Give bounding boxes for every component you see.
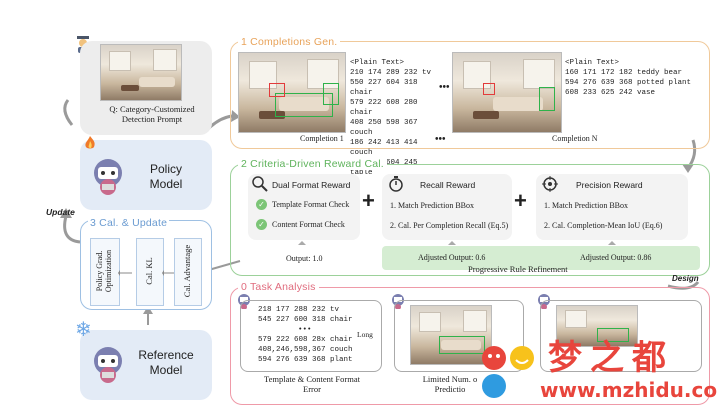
list-item: 545 227 600 318 chair [258,316,353,324]
watermark-logo-icon [478,342,540,404]
recall-step-1: 1. Match Prediction BBox [390,201,474,210]
task-text: 218 177 288 232 tv 545 227 600 318 chair… [258,305,368,365]
update-col-arrows [118,270,174,276]
design-label: Design [672,274,699,283]
task-image-box-3 [540,300,702,372]
precision-output: Adjusted Output: 0.86 [580,253,652,262]
completion-n-image [452,52,562,133]
task-panel [230,287,710,405]
list-item: 218 177 288 232 tv [258,306,340,314]
long-label: Long [357,330,373,339]
criteria-title: 2 Criteria-Driven Reward Cal. [238,158,387,170]
task-caption-2: Limited Num. o Predictio [422,374,478,394]
task-image-3 [556,305,638,347]
update-label: Update [46,207,75,217]
query-text: Q: Category-Customized Detection Prompt [109,104,195,124]
reference-robot-icon [88,343,128,383]
dual-output: Output: 1.0 [286,254,323,263]
task-title: 0 Task Analysis [238,281,319,293]
list-item: 210 174 289 232 tv [350,69,432,77]
watermark-url: www.mzhidu.com [540,378,718,402]
plus-sign-2: + [514,188,527,213]
completions-title: 1 Completions Gen. [238,36,341,48]
refinement-label: Progressive Rule Refinement [468,264,568,274]
completions-ellipsis: ••• [439,82,450,93]
update-col-3 [174,238,202,306]
completions-ellipsis-2: ••• [435,134,446,145]
completion-1-image [238,52,346,133]
recall-step-2: 2. Cal. Per Completion Recall (Eq.5) [390,221,509,230]
completion-n-text: <Plain Text> 160 171 172 182 teddy bear … [565,58,705,98]
check-icon: ✓ [256,199,267,210]
criteria-panel [230,164,710,276]
watermark-brand: 梦之都 [548,338,674,378]
policy-robot-icon [88,155,128,195]
list-item: 579 222 608 28x chair [258,336,353,344]
task-text-box [240,300,382,372]
check-icon: ✓ [256,219,267,230]
recall-title: Recall Reward [420,180,476,190]
stopwatch-icon [388,176,404,192]
task-image-box [394,300,524,372]
list-item: 408,246,598,367 couch [258,346,353,354]
update-title: 3 Cal. & Update [88,217,170,229]
task-image [410,305,492,365]
dual-format-box [248,174,360,240]
list-item: 594 276 639 368 potted plant [565,79,692,87]
list-item: 186 242 413 414 couch [350,139,418,157]
task-caption-1: Template & Content Format Error [264,374,360,394]
completion-n-caption: Completion N [552,134,598,143]
list-item: 608 233 625 242 vase [565,89,656,97]
precision-box [536,174,688,240]
content-check-label: Content Format Check [272,220,345,229]
query-image [100,44,182,101]
list-item: 550 227 604 318 chair [350,79,418,97]
recall-box [382,174,512,240]
snowflake-icon: ❄ [75,317,92,341]
list-item: ••• [298,326,312,334]
recall-output: Adjusted Output: 0.6 [418,253,486,262]
precision-step-1: 1. Match Prediction BBox [544,201,628,210]
list-item: 579 222 608 280 chair [350,99,418,117]
template-check-label: Template Format Check [272,200,350,209]
completion-1-caption: Completion 1 [300,134,344,143]
list-item: 160 171 172 182 teddy bear [565,69,683,77]
dual-format-title: Dual Format Reward [272,180,351,190]
completions-panel [230,41,710,149]
magnifier-icon [252,176,268,192]
fire-icon [84,136,96,150]
plus-sign: + [362,188,375,213]
precision-title: Precision Reward [576,180,643,190]
reference-title: Reference Model [138,348,194,377]
refinement-band [382,246,700,270]
list-item: 408 250 598 367 couch [350,119,418,137]
precision-step-2: 2. Cal. Completion-Mean IoU (Eq.6) [544,221,663,230]
crosshair-icon [542,176,558,192]
list-item: 594 276 639 368 plant [258,356,353,364]
policy-title: Policy Model [149,162,183,191]
